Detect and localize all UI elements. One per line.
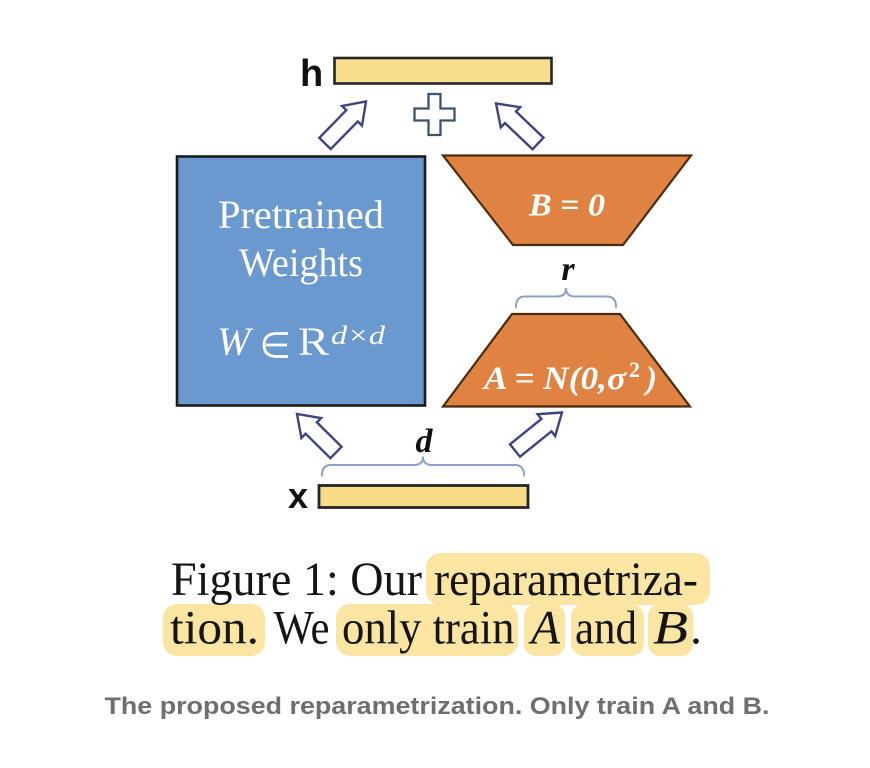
svg-text:h: h xyxy=(300,53,323,95)
svg-text:and: and xyxy=(575,602,637,655)
svg-text:A: A xyxy=(528,602,561,655)
svg-text:.: . xyxy=(690,602,702,655)
svg-text:r: r xyxy=(561,251,575,288)
svg-text:): ) xyxy=(643,361,657,397)
svg-text:d: d xyxy=(416,423,434,460)
svg-text:d×d: d×d xyxy=(331,321,386,350)
svg-text:Figure 1: Our: Figure 1: Our xyxy=(171,553,422,606)
svg-text:Weights: Weights xyxy=(239,240,363,285)
svg-text:We: We xyxy=(274,602,330,655)
svg-text:reparametriza-: reparametriza- xyxy=(434,553,698,606)
svg-text:B = 0: B = 0 xyxy=(528,187,605,223)
svg-text:x: x xyxy=(288,475,308,516)
svg-text:A = N(0,σ: A = N(0,σ xyxy=(482,361,627,397)
svg-text:W: W xyxy=(217,319,254,364)
svg-text:The proposed reparametrization: The proposed reparametrization. Only tra… xyxy=(105,693,770,720)
svg-text:R: R xyxy=(298,319,329,364)
svg-text:tion.: tion. xyxy=(170,602,259,655)
svg-text:B: B xyxy=(653,602,688,655)
svg-text:only train: only train xyxy=(342,602,515,655)
svg-text:2: 2 xyxy=(629,357,640,382)
svg-text:Pretrained: Pretrained xyxy=(218,192,384,237)
